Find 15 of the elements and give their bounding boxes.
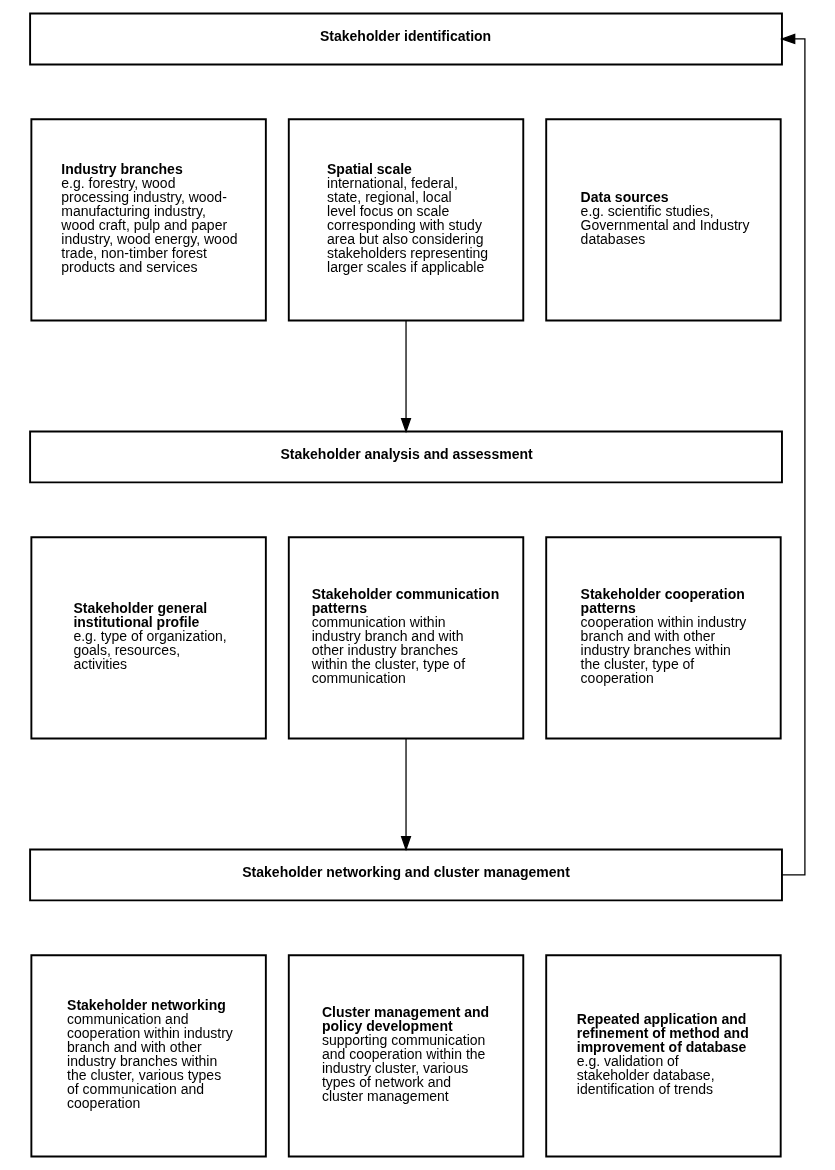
node-box: Stakeholder networking and cluster management [29,848,783,902]
arrow [780,33,806,876]
node-box: Stakeholder analysis and assessment [29,430,783,484]
node-box: Spatial scale international, federal, state, regional, local level focus on scale corresponding with study area but also considering stakeholders representing larger scales if applicable [287,118,525,322]
node-box: Stakeholder general institutional profile e.g. type of organization, goals, resources, activities [30,536,267,740]
node-box: Repeated application and refinement of method and improvement of database e.g. validation of stakeholder database, identification of trends [545,954,782,1158]
node-box: Stakeholder communication patterns communication within industry branch and with other industry branches within the cluster, type of communication [287,536,525,740]
node-box: Data sources e.g. scientific studies, Governmental and Industry databases [545,118,782,322]
node-box: Industry branches e.g. forestry, wood processing industry, wood-manufacturing industry, wood craft, pulp and paper industry, wood energy, wood trade, non-timber forest products and services [30,118,267,322]
arrow [400,738,412,852]
arrow [400,320,412,434]
node-box: Stakeholder cooperation patterns cooperation within industry branch and with other industry branches within the cluster, type of cooperation [545,536,782,740]
node-box: Stakeholder identification [29,12,783,66]
node-box: Stakeholder networking communication and cooperation within industry branch and with other industry branches within the cluster, various types of communication and cooperation [30,954,267,1158]
node-box: Cluster management and policy development supporting communication and cooperation within the industry cluster, various types of network and cluster management [287,954,525,1158]
